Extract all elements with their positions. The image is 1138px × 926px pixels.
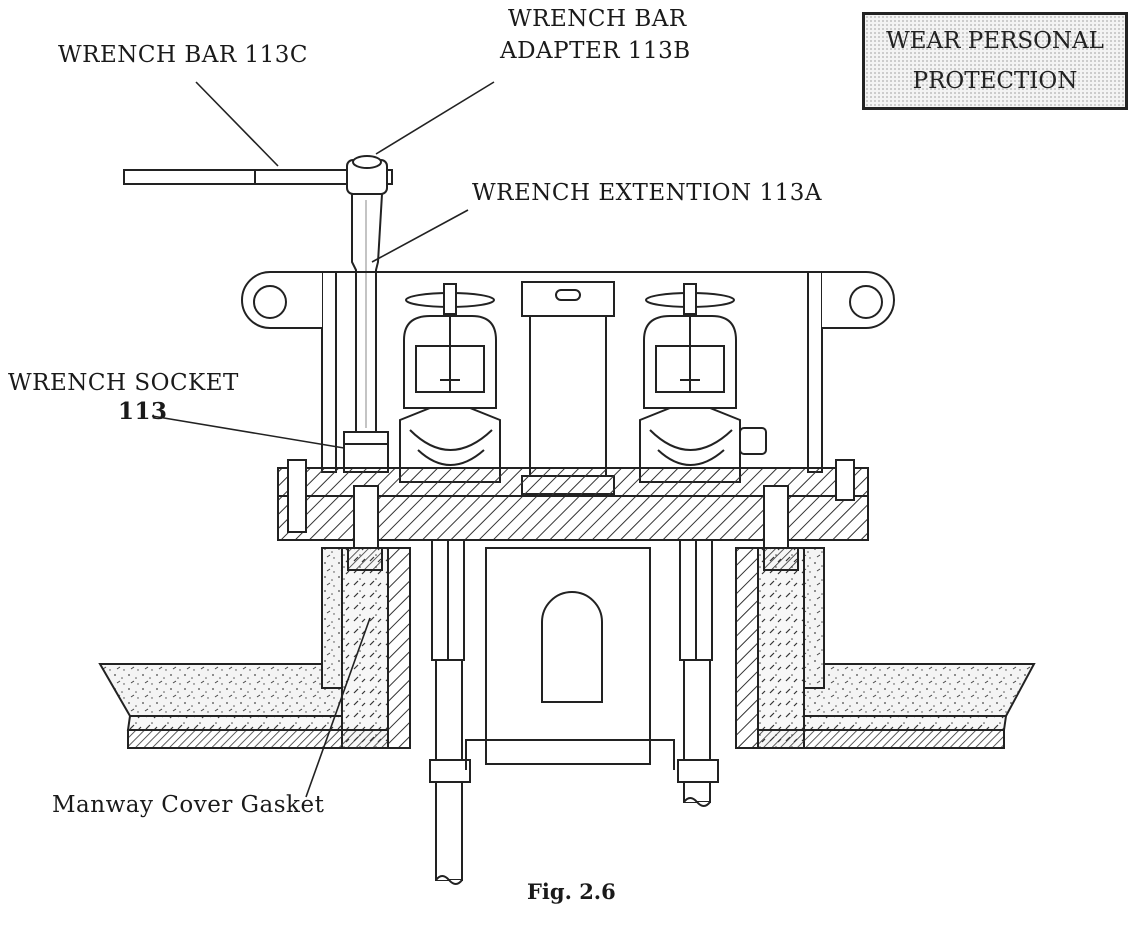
- warning-line1: WEAR PERSONAL: [886, 28, 1104, 54]
- socket-label-line1: WRENCH SOCKET: [8, 370, 239, 396]
- right-valve: [639, 283, 767, 483]
- figure-caption: Fig. 2.6: [527, 879, 616, 904]
- warning-box: WEAR PERSONAL PROTECTION: [862, 12, 1128, 110]
- leader-lines: [151, 81, 495, 798]
- tank-shell-left: [98, 663, 389, 749]
- adapter-label-line1: WRENCH BAR: [508, 6, 687, 32]
- gasket-label: Manway Cover Gasket: [52, 792, 325, 818]
- dip-tube-left: [429, 539, 471, 885]
- tank-shell-right: [757, 663, 1036, 749]
- wrench-bar-label: WRENCH BAR 113C: [58, 42, 308, 68]
- wrench-bar-adapter: [346, 155, 388, 195]
- adapter-label-line2: ADAPTER 113B: [500, 38, 691, 64]
- nozzle-left: [321, 547, 411, 749]
- nozzle-right: [735, 547, 825, 749]
- wrench-extension: [351, 193, 384, 433]
- socket-label-line2: 113: [118, 398, 168, 425]
- warning-line2: PROTECTION: [912, 68, 1078, 94]
- protective-cage: [465, 547, 675, 770]
- extension-label: WRENCH EXTENTION 113A: [472, 180, 822, 206]
- center-cylinder: [521, 281, 615, 495]
- dip-tube-right: [677, 539, 719, 807]
- valve-housing: [241, 271, 895, 473]
- left-valve: [399, 283, 501, 483]
- wrench-socket: [343, 431, 389, 473]
